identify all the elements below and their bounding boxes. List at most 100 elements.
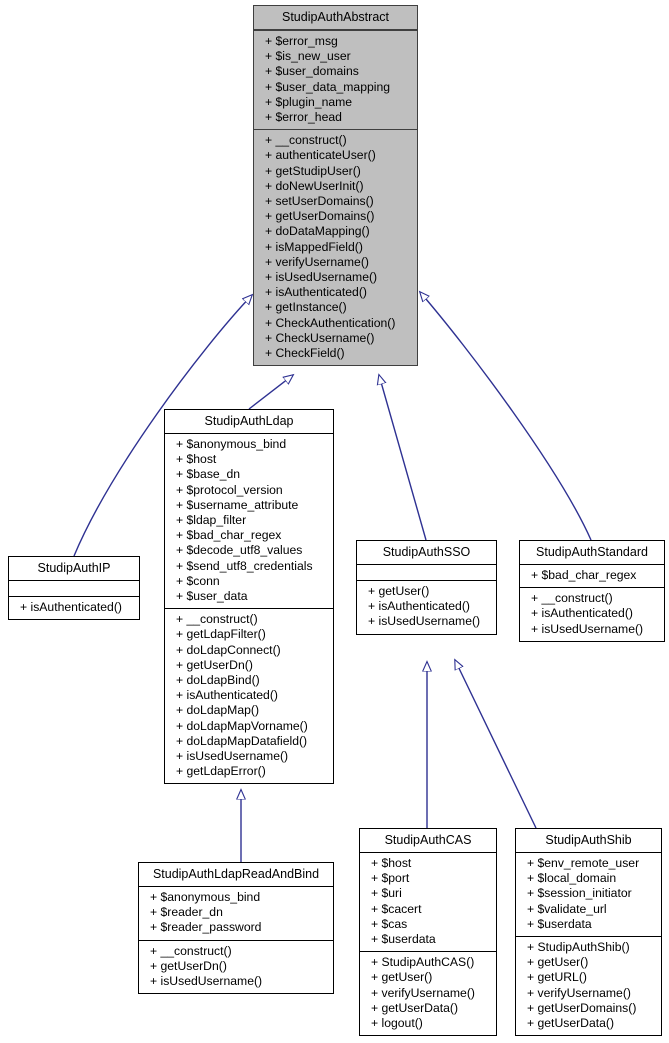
class-attributes-section xyxy=(357,564,496,580)
class-method-row: + StudipAuthCAS() xyxy=(371,955,475,970)
class-method-row: + doLdapBind() xyxy=(176,673,260,688)
class-method-row: + getUserData() xyxy=(527,1016,615,1031)
class-attribute-row: + $validate_url xyxy=(527,901,607,916)
class-method-row: + getUser() xyxy=(368,584,430,598)
class-method-row: + isUsedUsername() xyxy=(176,749,289,764)
class-methods-section: + __construct()+ authenticateUser() + get… xyxy=(254,129,417,365)
class-attribute-row: + $user_domains xyxy=(265,64,359,79)
class-method-row: + getLdapFilter() xyxy=(176,627,266,642)
class-attribute-row: + $host xyxy=(176,452,217,467)
class-method-row: + CheckField() xyxy=(265,346,345,361)
class-attribute-row: + $reader_dn xyxy=(150,905,223,920)
class-method-row: + setUserDomains() xyxy=(265,194,374,209)
class-name: StudipAuthStandard xyxy=(536,545,648,559)
class-box-studipauthsso[interactable]: StudipAuthSSO + getUser()+ isAuthenticate… xyxy=(356,540,497,635)
class-attribute-row: + $cas xyxy=(371,916,408,931)
class-attribute-row: + $ldap_filter xyxy=(176,513,247,528)
class-attribute-row: + $userdata xyxy=(527,916,592,931)
class-box-studipauthshib[interactable]: StudipAuthShib + $env_remote_user+ $local… xyxy=(515,828,662,1037)
class-box-studipauthcas[interactable]: StudipAuthCAS + $host+ $port+ $uri+ $cace… xyxy=(359,828,497,1037)
class-method-row: + doLdapMap() xyxy=(176,703,259,718)
class-method-row: + __construct() xyxy=(176,612,258,627)
class-method-row: + doNewUserInit() xyxy=(265,178,364,193)
class-method-row: + __construct() xyxy=(531,591,613,606)
class-method-row: + authenticateUser() xyxy=(265,148,376,163)
class-method-row: + StudipAuthShib() xyxy=(527,940,630,955)
class-name: StudipAuthLdap xyxy=(204,414,294,428)
class-attributes-section: + $anonymous_bind+ $reader_dn+ $reader_p… xyxy=(139,886,333,940)
class-attribute-row: + $user_data xyxy=(176,589,248,604)
class-box-studipauthldapreadandbind[interactable]: StudipAuthLdapReadAndBind + $anonymous_bi… xyxy=(138,862,334,995)
class-attributes-section: + $bad_char_regex xyxy=(520,564,664,587)
class-methods-section: + StudipAuthCAS()+ getUser()+ verifyUser… xyxy=(360,951,496,1035)
class-method-row: + verifyUsername() xyxy=(371,985,475,1000)
class-attribute-row: + $conn xyxy=(176,573,220,588)
class-name: StudipAuthShib xyxy=(545,833,632,847)
class-method-row: + getLdapError() xyxy=(176,764,266,779)
class-attribute-row: + $error_head xyxy=(265,110,342,125)
class-method-row: + getUser() xyxy=(371,970,433,985)
class-methods-section: + getUser()+ isAuthenticated()+ isUsedUs… xyxy=(357,580,496,634)
class-method-row: + getUser() xyxy=(527,955,589,970)
class-method-row: + doLdapMapDatafield() xyxy=(176,733,308,748)
class-methods-section: + isAuthenticated() xyxy=(9,596,139,619)
class-attributes-section: + $host+ $port+ $uri+ $cacert+ $cas+ $us… xyxy=(360,852,496,951)
class-method-row: + isUsedUsername() xyxy=(531,621,644,636)
class-method-row: + CheckUsername() xyxy=(265,330,375,345)
class-method-row: + isAuthenticated() xyxy=(531,606,633,621)
class-attribute-row: + $user_data_mapping xyxy=(265,79,391,94)
class-attribute-row: + $base_dn xyxy=(176,467,241,482)
class-method-row: + verifyUsername() xyxy=(527,985,631,1000)
class-method-row: + logout() xyxy=(371,1016,423,1031)
class-method-row: + CheckAuthentication() xyxy=(265,315,396,330)
class-method-row: + verifyUsername() xyxy=(265,254,369,269)
class-method-row: + getUserDn() xyxy=(176,657,253,672)
class-name: StudipAuthAbstract xyxy=(254,6,417,30)
class-methods-section: + __construct()+ getUserDn()+ isUsedUser… xyxy=(139,939,333,994)
class-attribute-row: + $protocol_version xyxy=(176,482,283,497)
class-method-row: + isAuthenticated() xyxy=(20,600,122,614)
class-attribute-row: + $uri xyxy=(371,886,402,901)
class-attribute-row: + $local_domain xyxy=(527,871,617,886)
class-attribute-row: + $username_attribute xyxy=(176,497,299,512)
class-attribute-row: + $anonymous_bind xyxy=(176,437,287,451)
class-method-row: + isUsedUsername() xyxy=(150,974,263,989)
class-name: StudipAuthSSO xyxy=(382,545,471,559)
class-method-row: + __construct() xyxy=(265,133,347,148)
class-methods-section: + StudipAuthShib()+ getUser()+ getURL()+… xyxy=(516,936,661,1035)
inheritance-edge xyxy=(248,375,293,410)
class-attribute-row: + $decode_utf8_values xyxy=(176,543,303,558)
class-method-row: + isAuthenticated() xyxy=(368,599,470,614)
class-attribute-row: + $anonymous_bind xyxy=(150,890,261,904)
class-method-row: + getUserDn() xyxy=(150,958,227,973)
class-method-row: + getURL() xyxy=(527,970,587,985)
class-method-row: + doLdapConnect() xyxy=(176,642,281,657)
class-method-row: + __construct() xyxy=(150,943,232,958)
class-attribute-row: + $bad_char_regex xyxy=(531,568,637,582)
class-attribute-row: + $cacert xyxy=(371,901,422,916)
class-box-studipauthabstract[interactable]: StudipAuthAbstract+ $error_msg+ $is_new_… xyxy=(253,5,418,367)
class-box-studipauthldap[interactable]: StudipAuthLdap+ $anonymous_bind+ $host+ … xyxy=(164,409,334,785)
class-box-studipauthip[interactable]: StudipAuthIP + isAuthenticated() xyxy=(8,556,140,621)
class-attributes-section: + $env_remote_user+ $local_domain+ $sess… xyxy=(516,852,661,936)
class-box-studipauthstandard[interactable]: StudipAuthStandard + $bad_char_regex + __c… xyxy=(519,540,665,642)
class-name: StudipAuthLdapReadAndBind xyxy=(152,867,320,881)
class-attribute-row: + $bad_char_regex xyxy=(176,528,282,543)
class-method-row: + isMappedField() xyxy=(265,239,363,254)
class-method-row: + doLdapMapVorname() xyxy=(176,718,308,733)
class-method-row: + doDataMapping() xyxy=(265,224,370,239)
class-attributes-section: + $error_msg+ $is_new_user+ $user_domain… xyxy=(254,30,417,129)
class-name: StudipAuthCAS xyxy=(384,833,472,847)
class-attribute-row: + $host xyxy=(371,856,412,870)
class-attribute-row: + $is_new_user xyxy=(265,49,351,64)
class-method-row: + getInstance() xyxy=(265,300,347,315)
class-methods-section: + __construct()+ isAuthenticated()+ isUs… xyxy=(520,587,664,641)
class-method-row: + isUsedUsername() xyxy=(368,614,481,629)
class-attribute-row: + $env_remote_user xyxy=(527,856,640,870)
inheritance-edge xyxy=(455,660,537,829)
class-attribute-row: + $send_utf8_credentials xyxy=(176,558,313,573)
class-name: StudipAuthIP xyxy=(37,561,111,575)
class-attribute-row: + $reader_password xyxy=(150,920,262,935)
class-method-row: + getUserData() xyxy=(371,1000,459,1015)
